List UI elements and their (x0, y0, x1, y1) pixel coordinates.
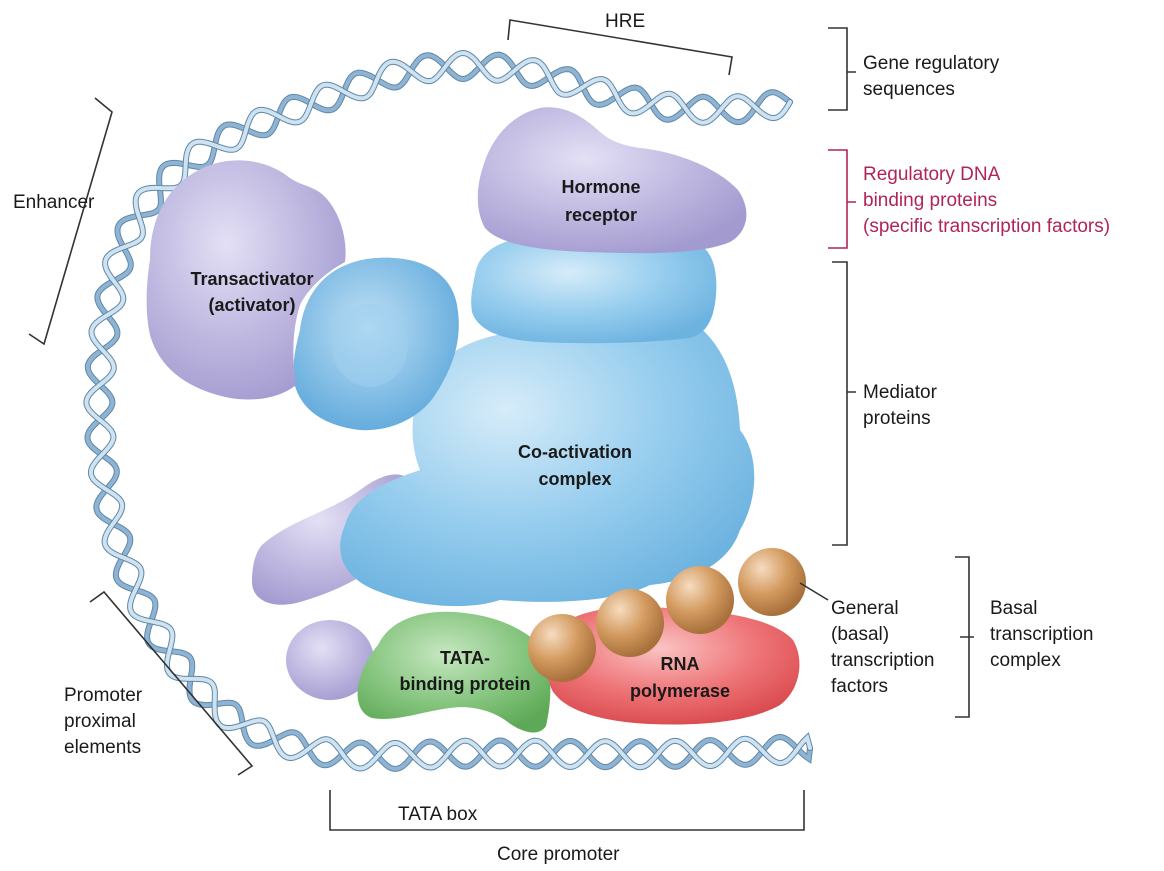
enhancer-label: Enhancer (13, 192, 95, 213)
outer-labels: HRE Gene regulatory sequences Regulatory… (13, 11, 1110, 865)
small-lavender-sphere (286, 620, 374, 700)
gtf-label-4: factors (831, 676, 888, 697)
regulatory-dna-label-3: (specific transcription factors) (863, 216, 1110, 237)
gtf-pointer (799, 582, 829, 601)
tbp-label-line2: binding protein (400, 674, 531, 694)
hormone-label-line1: Hormone (561, 177, 640, 197)
enhancer-bracket (28, 97, 113, 346)
mediator-upper-block (471, 234, 717, 344)
gtf-label-1: General (831, 598, 899, 619)
rna-label-line2: polymerase (630, 681, 730, 701)
gtf-bead-3 (666, 566, 734, 634)
gene-regulatory-label-1: Gene regulatory (863, 53, 1000, 74)
promoter-bracket (89, 590, 254, 776)
basal-label-3: complex (990, 650, 1061, 671)
gtf-bead-4 (738, 548, 806, 616)
gene-regulatory-label-2: sequences (863, 79, 955, 100)
gtf-label-3: transcription (831, 650, 935, 671)
mediator-bracket (832, 261, 856, 546)
dna-strand-1 (85, 52, 812, 771)
transactivator-label-line2: (activator) (208, 295, 295, 315)
gtf-bead-1 (528, 614, 596, 682)
protein-labels: Hormone receptor Transactivator (activat… (190, 177, 730, 701)
transactivator-label-line1: Transactivator (190, 269, 313, 289)
basal-label-1: Basal (990, 598, 1038, 619)
brackets (28, 19, 974, 831)
dna-double-helix (83, 49, 813, 772)
mediator-label-1: Mediator (863, 382, 938, 403)
hormone-label-line2: receptor (565, 205, 637, 225)
tbp-label-line1: TATA- (440, 648, 490, 668)
mediator-left-inner (332, 303, 408, 387)
tata-binding-protein (357, 611, 551, 733)
mediator-label-2: proteins (863, 408, 931, 429)
coactivation-label-line2: complex (538, 469, 611, 489)
dna-strand-2 (84, 50, 812, 771)
hre-bracket (507, 19, 733, 76)
coactivation-label-line1: Co-activation (518, 442, 632, 462)
general-transcription-factors (528, 548, 806, 682)
core-promoter-label: Core promoter (497, 844, 620, 865)
tata-box-label: TATA box (398, 804, 478, 825)
gene-regulatory-bracket (828, 27, 856, 111)
hormone-receptor (477, 107, 747, 254)
tata-box-bracket (329, 790, 805, 831)
promoter-label-1: Promoter (64, 685, 143, 706)
gtf-label-2: (basal) (831, 624, 889, 645)
proteins (146, 107, 806, 733)
rna-label-line1: RNA (661, 654, 700, 674)
regulatory-dna-bracket (828, 149, 856, 249)
basal-label-2: transcription (990, 624, 1094, 645)
gtf-bead-2 (596, 589, 664, 657)
promoter-label-2: proximal (64, 711, 136, 732)
transactivator (146, 160, 346, 400)
regulatory-dna-label-2: binding proteins (863, 190, 997, 211)
promoter-label-3: elements (64, 737, 141, 758)
hre-label: HRE (605, 11, 645, 32)
regulatory-dna-label-1: Regulatory DNA (863, 164, 1001, 185)
basal-bracket (955, 556, 974, 718)
